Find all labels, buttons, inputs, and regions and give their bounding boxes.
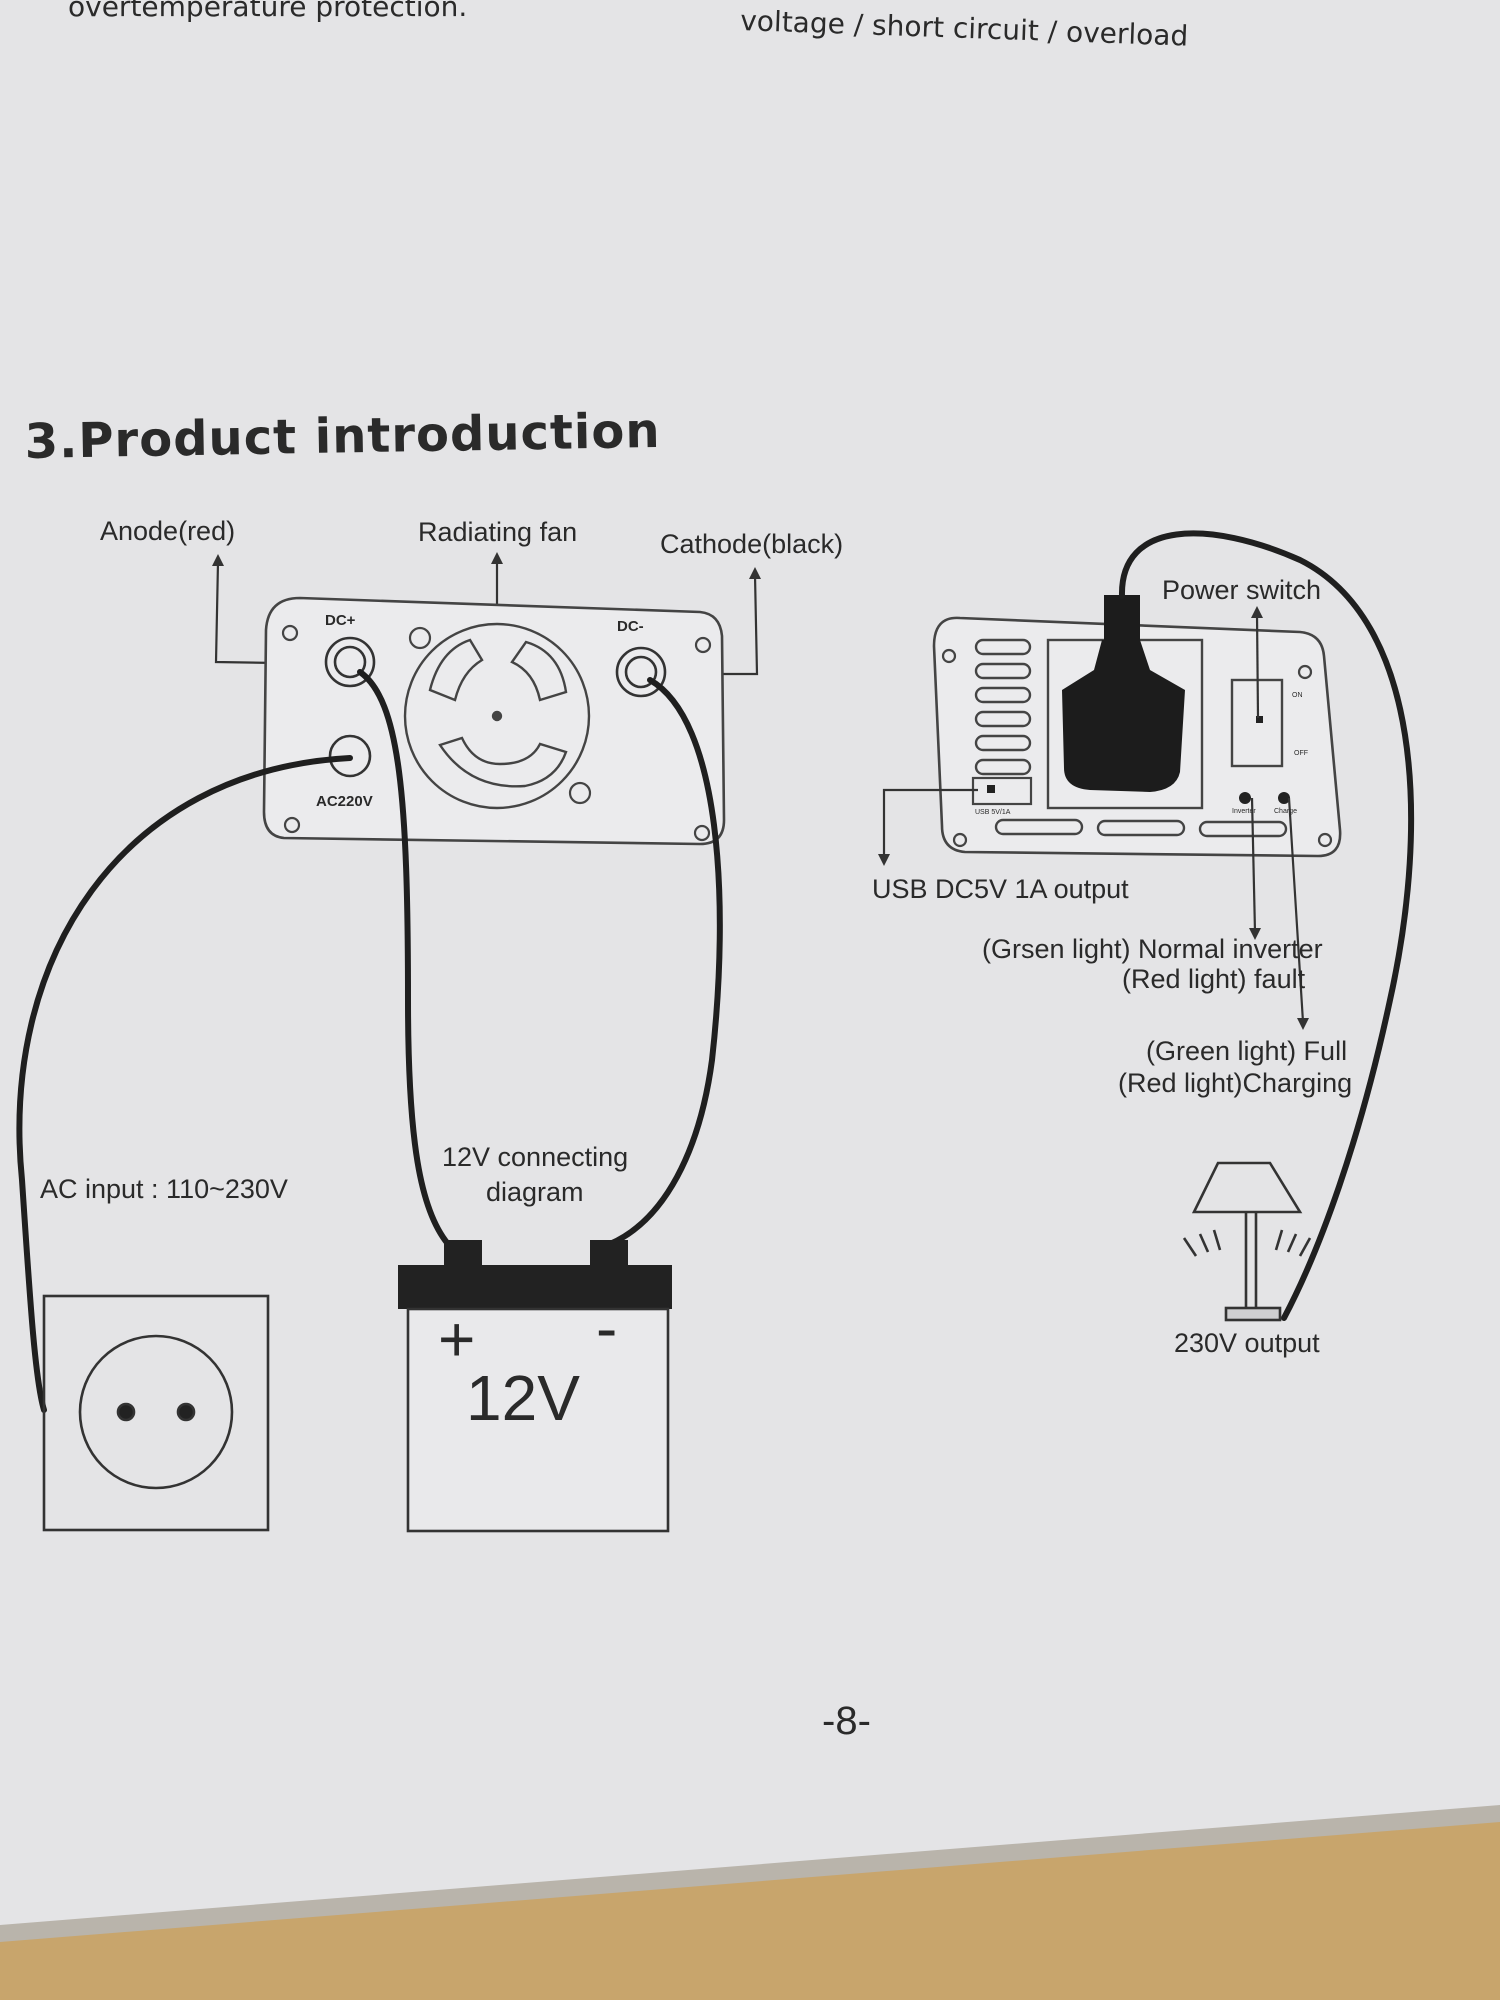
- lamp-icon: [1182, 1161, 1312, 1322]
- battery: [398, 1240, 672, 1533]
- dc-plus-label: DC+: [325, 612, 356, 629]
- wooden-table: [0, 1820, 1500, 2000]
- dc-minus-label: DC-: [617, 618, 644, 635]
- inverter-indicator: [1239, 792, 1251, 804]
- section-title: 3.Product introduction: [24, 403, 661, 470]
- ac-port-label: AC220V: [316, 793, 373, 810]
- left-diagram: Anode(red) Radiating fan Cathode(black): [16, 516, 843, 1533]
- cathode-label: Cathode(black): [660, 529, 843, 559]
- usb-port-text: USB 5V/1A: [975, 809, 1011, 816]
- page-number: -8-: [822, 1699, 871, 1743]
- dc-plus-terminal: [324, 636, 376, 688]
- fan-guard: [403, 622, 591, 810]
- power-switch-label: Power switch: [1162, 575, 1321, 605]
- green-full-label: (Green light) Full: [1146, 1036, 1347, 1066]
- top-left-text: overtemperature protection.: [68, 0, 467, 23]
- indicator-charge-text: Charge: [1274, 808, 1297, 815]
- ac-port: [328, 734, 372, 778]
- vent-slots: [974, 638, 1288, 838]
- battery-minus: -: [596, 1292, 617, 1364]
- red-fault-label: (Red light) fault: [1122, 964, 1306, 994]
- switch-off-text: OFF: [1294, 750, 1308, 757]
- switch-on-text: ON: [1292, 692, 1303, 699]
- indicator-inverter-text: Inverter: [1232, 808, 1256, 815]
- ac-input-label: AC input : 110~230V: [40, 1174, 288, 1204]
- right-leader-lines: [878, 606, 1309, 1030]
- cables: [16, 669, 723, 1413]
- plug-body: [1062, 640, 1185, 792]
- output-label: 230V output: [1174, 1328, 1320, 1358]
- right-diagram: Power switch USB 5V/1A: [872, 530, 1415, 1358]
- dc-plus-cable: [357, 669, 451, 1247]
- ac-cable: [16, 755, 353, 1413]
- charge-indicator: [1278, 792, 1290, 804]
- red-charging-label: (Red light)Charging: [1118, 1068, 1352, 1098]
- inverter-back-panel: [262, 596, 726, 846]
- green-normal-label: (Grsen light) Normal inverter: [982, 934, 1323, 964]
- dc-minus-cable: [607, 677, 723, 1247]
- front-panel-holes: [941, 648, 1333, 848]
- fan-label: Radiating fan: [418, 517, 577, 547]
- anode-label: Anode(red): [100, 516, 235, 546]
- battery-voltage: 12V: [466, 1362, 580, 1434]
- mounting-holes: [281, 624, 712, 842]
- dc-minus-terminal: [615, 646, 667, 698]
- output-cable: [1118, 530, 1415, 1321]
- battery-plus: +: [438, 1303, 475, 1375]
- paper-shadow-edge: [0, 1805, 1500, 1942]
- connect-label-line1: 12V connecting: [442, 1142, 628, 1172]
- wall-socket: [42, 1294, 270, 1532]
- usb-output-label: USB DC5V 1A output: [872, 874, 1129, 904]
- connect-label-line2: diagram: [486, 1177, 584, 1207]
